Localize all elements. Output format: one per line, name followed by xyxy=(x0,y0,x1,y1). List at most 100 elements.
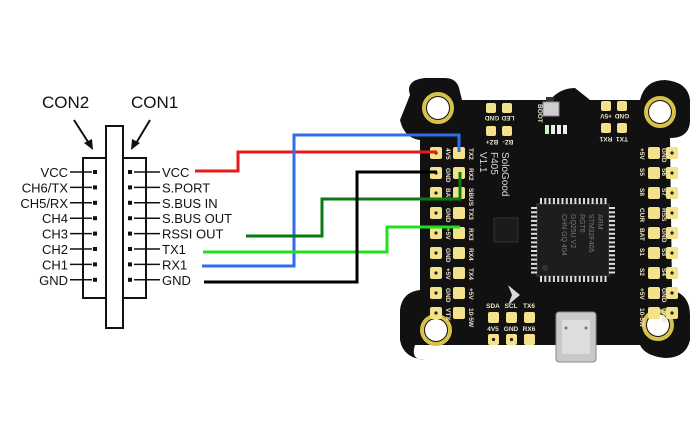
usb-c-port xyxy=(555,311,597,363)
mounting-hole-top-right xyxy=(644,96,676,128)
chip-pin xyxy=(531,207,537,209)
pad-label: RSS xyxy=(660,208,667,222)
con2-pin-label: CH4 xyxy=(42,211,68,226)
status-leds xyxy=(545,125,567,134)
pad-label: SDA xyxy=(486,303,500,310)
pad-label: S7 xyxy=(660,188,667,196)
chip-pin xyxy=(609,258,615,261)
chip-pin xyxy=(531,258,537,261)
pad xyxy=(648,267,660,279)
pad-label: S3 xyxy=(660,248,667,256)
con1-pin xyxy=(128,170,132,174)
chip-pin xyxy=(557,198,560,204)
pad xyxy=(648,247,660,259)
chip-pin xyxy=(531,228,537,231)
pad-via xyxy=(670,191,674,195)
chip-pin xyxy=(587,276,590,282)
pad-via xyxy=(434,291,438,295)
pad-label: CUR xyxy=(638,208,645,222)
pad xyxy=(524,334,535,345)
con2-pin-label: CH3 xyxy=(42,227,68,242)
pad-label: SCL xyxy=(505,303,518,310)
chip-pin xyxy=(552,198,555,204)
con2-pin-label: CH1 xyxy=(42,257,68,272)
pad-label: GND xyxy=(444,168,451,183)
pad-label: GND xyxy=(660,148,667,163)
chip-pin xyxy=(531,211,537,214)
wire-tx1-to-rx3 xyxy=(203,225,460,254)
pad xyxy=(617,123,627,133)
chip-pin xyxy=(544,198,547,204)
chip-pin xyxy=(531,262,537,265)
con1-pin xyxy=(128,231,132,236)
pad xyxy=(648,307,660,319)
con1-pin-label: RX1 xyxy=(162,257,187,272)
con1-pin-label: S.BUS IN xyxy=(162,196,218,211)
pad-label: RX4 xyxy=(467,248,474,261)
top-pad-group-uart1: +5V GND RX1 TX1 xyxy=(599,101,629,142)
wire-vcc xyxy=(195,150,437,173)
pad xyxy=(453,247,465,259)
pad-via xyxy=(670,211,674,215)
pad xyxy=(453,147,465,159)
chip-pin xyxy=(531,241,537,244)
chip-pin xyxy=(531,267,537,270)
chip-marking: GQ25U V2 xyxy=(569,214,576,248)
pad-label: TX1 xyxy=(616,135,628,142)
pad-label: RX3 xyxy=(467,228,474,241)
chip-pin xyxy=(578,198,581,204)
pad xyxy=(524,312,535,323)
pad xyxy=(601,101,611,111)
chip-pin xyxy=(557,276,560,282)
chip-pin xyxy=(604,198,607,204)
chip-pin xyxy=(548,198,551,204)
pad-via xyxy=(670,311,674,315)
chip-pin xyxy=(565,276,568,282)
con2-pin xyxy=(93,200,97,205)
pad xyxy=(486,126,496,136)
chip-pin xyxy=(609,211,615,214)
chip-pin xyxy=(583,198,585,204)
chip-pin xyxy=(609,254,615,257)
chip-pin xyxy=(531,232,537,235)
brand-text: SoloGood xyxy=(499,152,510,196)
chip-pin xyxy=(609,237,615,240)
wire-rx1-to-tx2 xyxy=(202,133,461,268)
chip-pin xyxy=(561,198,564,204)
chip-pin xyxy=(609,267,615,270)
con1-pin xyxy=(128,247,132,251)
pad-label: +5V xyxy=(467,288,474,300)
chip-marking: ARM xyxy=(596,214,603,230)
wires xyxy=(195,133,462,284)
boot-button: BOOT xyxy=(536,97,560,123)
con2-label: CON2 xyxy=(42,93,89,112)
pad-via xyxy=(670,231,674,235)
pad-label: 10-5W xyxy=(467,308,474,328)
pad-via xyxy=(434,231,438,235)
pad-label: GND xyxy=(444,288,451,303)
chip-marking: CHN GQ 404 xyxy=(560,214,567,256)
chip-pin xyxy=(565,198,568,204)
pad-label: S2 xyxy=(638,268,645,276)
chip-pin xyxy=(548,276,551,282)
chip-pin xyxy=(600,276,603,282)
pad xyxy=(648,187,660,199)
chip-pin xyxy=(531,245,537,248)
con1-pin-label: GND xyxy=(162,273,191,288)
pad xyxy=(453,227,465,239)
chip-pin xyxy=(609,241,615,244)
con2-housing xyxy=(82,157,110,299)
connector-spine xyxy=(105,125,124,329)
pad-label: RX6 xyxy=(523,326,536,333)
chip-pin xyxy=(561,276,564,282)
con1-pin xyxy=(128,277,132,282)
pad-via xyxy=(670,251,674,255)
chip-pin xyxy=(591,276,594,282)
mounting-hole-top-left xyxy=(422,92,454,124)
con1-arrow-icon xyxy=(131,119,151,150)
chip-pin xyxy=(531,237,537,240)
pad-label: TX6 xyxy=(523,303,535,310)
con2-pin xyxy=(93,231,97,236)
pad-via xyxy=(491,337,496,342)
